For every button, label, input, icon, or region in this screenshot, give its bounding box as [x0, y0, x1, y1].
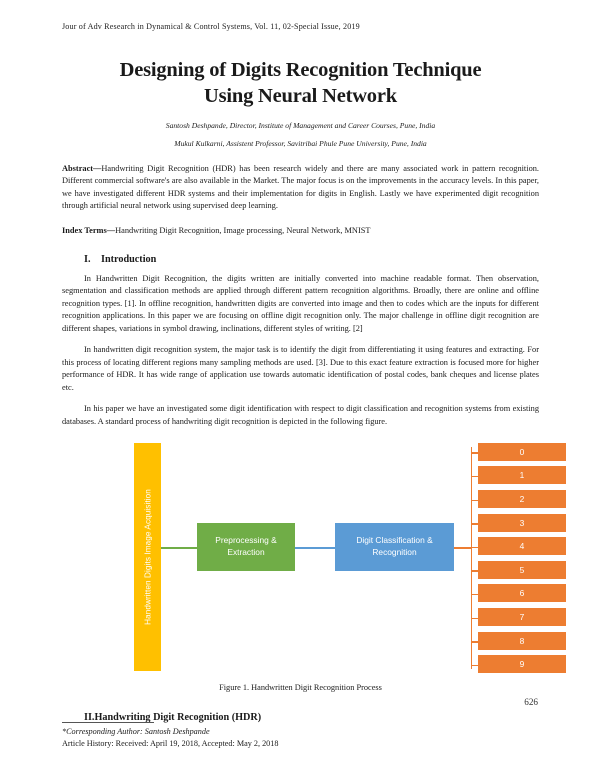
index-terms-label: Index Terms— [62, 226, 116, 236]
digit-branch-line [471, 499, 478, 501]
digit-branch-line [471, 664, 478, 667]
digit-row: 3 [471, 512, 570, 536]
digit-output-box: 2 [478, 490, 566, 509]
footnote-block: *Corresponding Author: Santosh Deshpande… [62, 722, 539, 749]
digit-branch-line [471, 523, 478, 525]
preprocessing-stage-box: Preprocessing & Extraction [197, 523, 295, 572]
page-content: Jour of Adv Research in Dynamical & Cont… [62, 22, 566, 723]
intro-paragraph-3: In his paper we have an investigated som… [62, 404, 539, 426]
digit-output-box: 0 [478, 442, 566, 461]
digit-row: 1 [471, 465, 570, 489]
classification-stage-label: Digit Classification & Recognition [356, 535, 433, 558]
digit-trunk-line [471, 447, 473, 670]
digit-output-box: 9 [478, 655, 566, 674]
page-title: Designing of Digits Recognition Techniqu… [62, 57, 539, 109]
figure-caption: Figure 1. Handwritten Digit Recognition … [219, 683, 382, 693]
digit-output-box: 5 [478, 560, 566, 579]
connector-classification-to-digits [454, 547, 471, 549]
preprocessing-stage-label: Preprocessing & Extraction [215, 535, 277, 558]
intro-paragraph-1: In Handwritten Digit Recognition, the di… [62, 273, 539, 333]
section-numeral: II. [84, 711, 95, 723]
section-heading-hdr: II.Handwriting Digit Recognition (HDR) [62, 712, 539, 723]
digit-row: 5 [471, 559, 570, 583]
digit-output-box: 3 [478, 513, 566, 532]
figure-1-diagram: Handwritten Digits Image Acquisition Pre… [62, 437, 566, 680]
digit-row: 7 [471, 607, 570, 631]
digit-branch-line [471, 475, 478, 478]
section-title: Handwriting Digit Recognition (HDR) [94, 711, 262, 723]
digit-row: 4 [471, 536, 570, 560]
digit-branch-line [471, 546, 478, 549]
abstract-label: Abstract— [62, 163, 102, 173]
digit-output-box: 4 [478, 537, 566, 556]
abstract-block: Abstract—Handwriting Digit Recognition (… [62, 163, 539, 212]
intro-paragraph-2: In handwritten digit recognition system,… [62, 345, 539, 392]
section-title: Introduction [101, 253, 157, 265]
digit-output-box: 7 [478, 608, 566, 627]
connector-acquisition-to-preprocessing [161, 547, 197, 549]
digit-output-list: 0 1 2 3 4 [471, 441, 570, 678]
abstract-text: Handwriting Digit Recognition (HDR) has … [62, 163, 539, 210]
connector-preprocessing-to-classification [295, 547, 335, 549]
digit-output-box: 8 [478, 631, 566, 650]
digit-row: 0 [471, 441, 570, 465]
digit-branch-line [471, 617, 478, 619]
footnote-divider [62, 722, 154, 724]
running-head: Jour of Adv Research in Dynamical & Cont… [62, 22, 360, 31]
section-heading-introduction: I. Introduction [62, 254, 539, 265]
acquisition-stage-label: Handwritten Digits Image Acquisition [143, 489, 152, 626]
digit-row: 6 [471, 583, 570, 607]
digit-row: 8 [471, 630, 570, 654]
digit-output-box: 1 [478, 466, 566, 485]
author-line-1: Santosh Deshpande, Director, Institute o… [165, 121, 436, 131]
classification-stage-box: Digit Classification & Recognition [335, 523, 454, 572]
title-line-1: Designing of Digits Recognition Techniqu… [119, 59, 482, 81]
digit-branch-line [471, 593, 478, 596]
index-terms-block: Index Terms—Handwriting Digit Recognitio… [62, 225, 539, 237]
corresponding-author: *Corresponding Author: Santosh Deshpande [62, 727, 210, 737]
acquisition-stage-bar: Handwritten Digits Image Acquisition [134, 443, 161, 672]
title-line-2: Using Neural Network [204, 85, 397, 108]
index-terms-text: Handwriting Digit Recognition, Image pro… [115, 226, 371, 236]
digit-output-box: 6 [478, 584, 566, 603]
digit-branch-line [471, 452, 478, 454]
author-line-2: Mukul Kulkarni, Assistent Professor, Sav… [174, 138, 427, 148]
digit-branch-line [471, 641, 478, 643]
digit-row: 9 [471, 654, 570, 678]
page-number: 626 [524, 697, 538, 707]
digit-branch-line [471, 570, 478, 572]
digit-row: 2 [471, 489, 570, 513]
section-numeral: I. [84, 253, 91, 265]
article-history: Article History: Received: April 19, 201… [62, 738, 279, 748]
